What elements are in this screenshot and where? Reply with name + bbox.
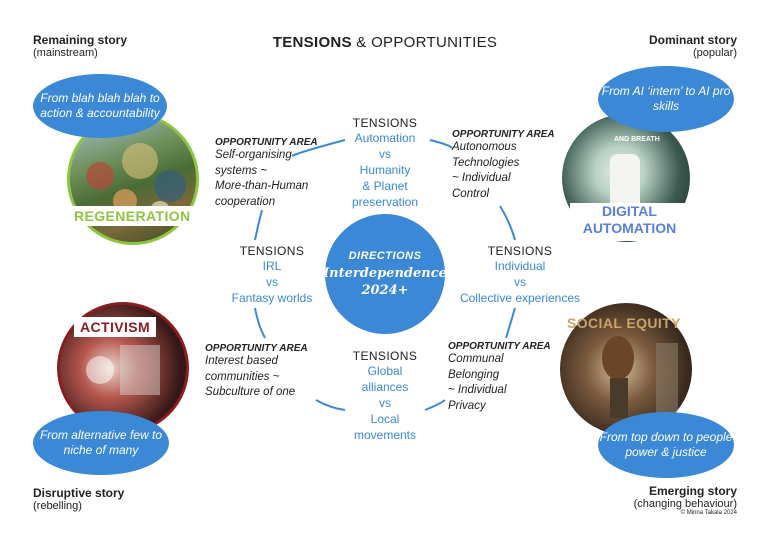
tension-bottom-l1: Global: [367, 364, 403, 378]
opportunity-top-right-l1: Autonomous: [452, 141, 517, 153]
tension-left-l2: vs: [266, 275, 278, 289]
bubble-bottom-right: From top down to people power & justice: [598, 412, 734, 478]
opportunity-top-left-l2: systems ~: [215, 164, 268, 177]
opportunity-bottom-left: OPPORTUNITY AREA Interest based communit…: [205, 343, 308, 401]
page-title-rest: & OPPORTUNITIES: [351, 34, 498, 51]
tension-left: TENSIONS IRL vs Fantasy worlds: [212, 244, 332, 306]
corner-dominant-sub: (popular): [692, 47, 737, 59]
corner-disruptive-title: Disruptive story: [33, 486, 125, 500]
tension-right-l3: Collective experiences: [459, 291, 581, 305]
opportunity-top-left-l3: More-than-Human: [215, 180, 309, 192]
social-equity-graphic: [602, 336, 678, 418]
activism-label: ACTIVISM: [74, 317, 157, 337]
tension-bottom: TENSIONS Global alliances vs Local movem…: [325, 349, 445, 443]
tension-left-l3: Fantasy worlds: [231, 291, 313, 305]
opportunity-bottom-right-l1: Communal: [448, 353, 504, 365]
opportunity-top-left-head: OPPORTUNITY AREA: [215, 137, 318, 148]
tension-left-l1: IRL: [262, 259, 282, 273]
opportunity-bottom-right-l4: Privacy: [448, 399, 486, 412]
center-directions-circle: DIRECTIONS Interdependence 2024+: [323, 214, 447, 334]
opportunity-bottom-left-l3: Subculture of one: [205, 386, 296, 398]
digital-label-line1: DIGITAL: [602, 203, 657, 219]
opportunity-top-right-l3: ~ Individual: [452, 172, 511, 184]
tension-bottom-l4: Local: [370, 412, 400, 426]
tension-right-l2: vs: [514, 275, 526, 289]
tension-bottom-l3: vs: [379, 396, 391, 410]
opportunity-top-right-l4: Control: [452, 187, 490, 200]
tension-right-head: TENSIONS: [487, 244, 553, 258]
regeneration-label: REGENERATION: [68, 206, 197, 226]
tension-left-head: TENSIONS: [239, 244, 305, 258]
digital-automation-label: DIGITAL AUTOMATION: [570, 203, 689, 241]
opportunity-bottom-right: OPPORTUNITY AREA Communal Belonging ~ In…: [448, 341, 551, 414]
corner-remaining: Remaining story (mainstream): [33, 33, 127, 59]
corner-remaining-title: Remaining story: [33, 33, 128, 47]
digital-label-line2: AUTOMATION: [582, 220, 677, 236]
opportunity-top-left: OPPORTUNITY AREA Self-organising systems…: [215, 137, 318, 210]
activism-graphic: [86, 345, 160, 395]
tension-top: TENSIONS Automation vs Humanity & Planet…: [325, 116, 445, 210]
arc-left-lower: [254, 307, 266, 339]
arc-right-lower: [505, 307, 516, 339]
copyright: © Minna Takala 2024: [680, 510, 737, 516]
opportunity-bottom-right-head: OPPORTUNITY AREA: [448, 341, 551, 352]
corner-disruptive-sub: (rebelling): [33, 500, 82, 512]
arc-bottom-right: [424, 399, 446, 411]
tension-top-l2: vs: [379, 147, 391, 161]
opportunity-bottom-left-head: OPPORTUNITY AREA: [205, 343, 308, 354]
center-year: 2024+: [361, 283, 409, 298]
tension-right-l1: Individual: [494, 259, 546, 273]
opportunity-top-right-l2: Technologies: [452, 156, 520, 169]
bubble-top-left: From blah blah blah to action & accounta…: [33, 74, 167, 138]
bubble-top-right: From AI ‘intern’ to AI pro skills: [598, 66, 734, 132]
tension-top-l1: Automation: [354, 131, 416, 145]
corner-disruptive: Disruptive story (rebelling): [33, 486, 124, 512]
page-title: TENSIONS & OPPORTUNITIES: [0, 34, 770, 51]
page-title-bold: TENSIONS: [272, 34, 352, 51]
arc-left-upper: [254, 209, 263, 241]
corner-remaining-sub: (mainstream): [33, 47, 98, 59]
center-label: DIRECTIONS: [348, 250, 422, 262]
opportunity-top-right: OPPORTUNITY AREA Autonomous Technologies…: [452, 129, 555, 202]
arc-right-upper: [499, 205, 516, 241]
tension-bottom-l5: movements: [353, 428, 417, 442]
tension-top-l5: preservation: [351, 195, 419, 209]
bubble-bottom-left: From alternative few to niche of many: [33, 411, 169, 475]
corner-dominant: Dominant story (popular): [649, 33, 737, 59]
and-breath-sign: AND BREATH: [614, 136, 660, 143]
opportunity-top-right-head: OPPORTUNITY AREA: [452, 129, 555, 140]
corner-emerging: Emerging story (changing behaviour) © Mi…: [634, 484, 737, 516]
opportunity-bottom-right-l3: ~ Individual: [448, 384, 507, 396]
tension-bottom-head: TENSIONS: [352, 349, 418, 363]
tension-top-l3: Humanity: [359, 163, 411, 177]
opportunity-bottom-left-l1: Interest based: [205, 355, 278, 367]
corner-emerging-sub: (changing behaviour): [633, 498, 737, 510]
center-title: Interdependence: [323, 266, 447, 281]
opportunity-top-left-l4: cooperation: [215, 195, 276, 208]
tension-top-head: TENSIONS: [352, 116, 418, 130]
tension-right: TENSIONS Individual vs Collective experi…: [448, 244, 592, 306]
corner-emerging-title: Emerging story: [648, 484, 737, 498]
opportunity-bottom-right-l2: Belonging: [448, 368, 500, 381]
social-equity-label: SOCIAL EQUITY: [567, 315, 681, 331]
corner-dominant-title: Dominant story: [648, 33, 737, 47]
opportunity-top-left-l1: Self-organising: [215, 149, 292, 161]
arc-top-right: [429, 139, 453, 149]
arc-top-left: [291, 139, 346, 157]
arc-bottom-left: [315, 399, 346, 411]
tension-bottom-l2: alliances: [361, 380, 409, 394]
opportunity-bottom-left-l2: communities ~: [205, 370, 280, 383]
tension-top-l4: & Planet: [362, 179, 408, 193]
